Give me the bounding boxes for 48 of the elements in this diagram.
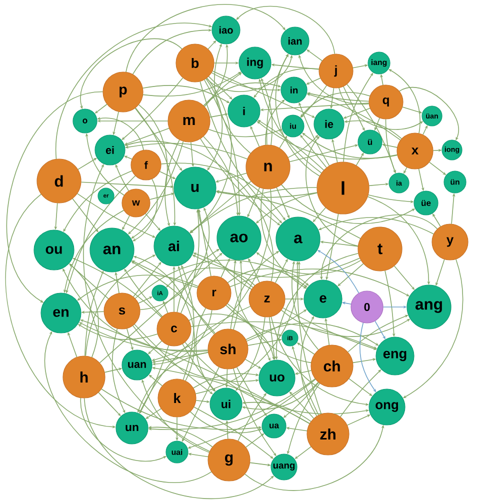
arrow [72,198,98,232]
arrow [125,142,248,160]
arrow [77,274,199,301]
arrow [300,92,370,118]
arrow [256,252,362,274]
arrow [139,306,251,414]
arrow [258,120,324,171]
arrow [312,207,326,222]
arrow [398,86,459,140]
arrow [346,414,370,426]
arrow [196,209,252,290]
arrow [84,398,274,499]
arrow [131,261,216,334]
arrow [124,268,163,317]
arrow [72,258,162,318]
arrow [227,268,309,286]
arrow [300,85,328,118]
arrow [302,132,398,159]
arrow [84,270,104,356]
arrow [149,192,174,200]
arrow [203,72,242,106]
arrow [214,44,251,154]
arrow [261,78,273,146]
arrow [66,175,136,294]
arrow [124,156,132,160]
arrow [193,373,259,388]
arrow [254,68,320,98]
arrow [265,100,285,146]
arrow [306,78,321,85]
arrow [356,152,364,166]
arrow [279,136,288,148]
arrow [216,190,361,239]
arrow [236,316,266,391]
arrow [352,64,368,68]
arrow [247,187,260,218]
arrow [380,74,384,86]
arrow [193,252,254,288]
arrow [343,86,365,131]
arrow [324,318,330,346]
arrow [236,6,336,54]
arrow [196,308,216,392]
arrow [343,72,374,162]
arrow [359,322,376,392]
arrow [306,136,358,246]
arrow [68,332,78,358]
arrow [69,264,109,300]
arrow [276,187,290,218]
arrow [6,91,104,303]
